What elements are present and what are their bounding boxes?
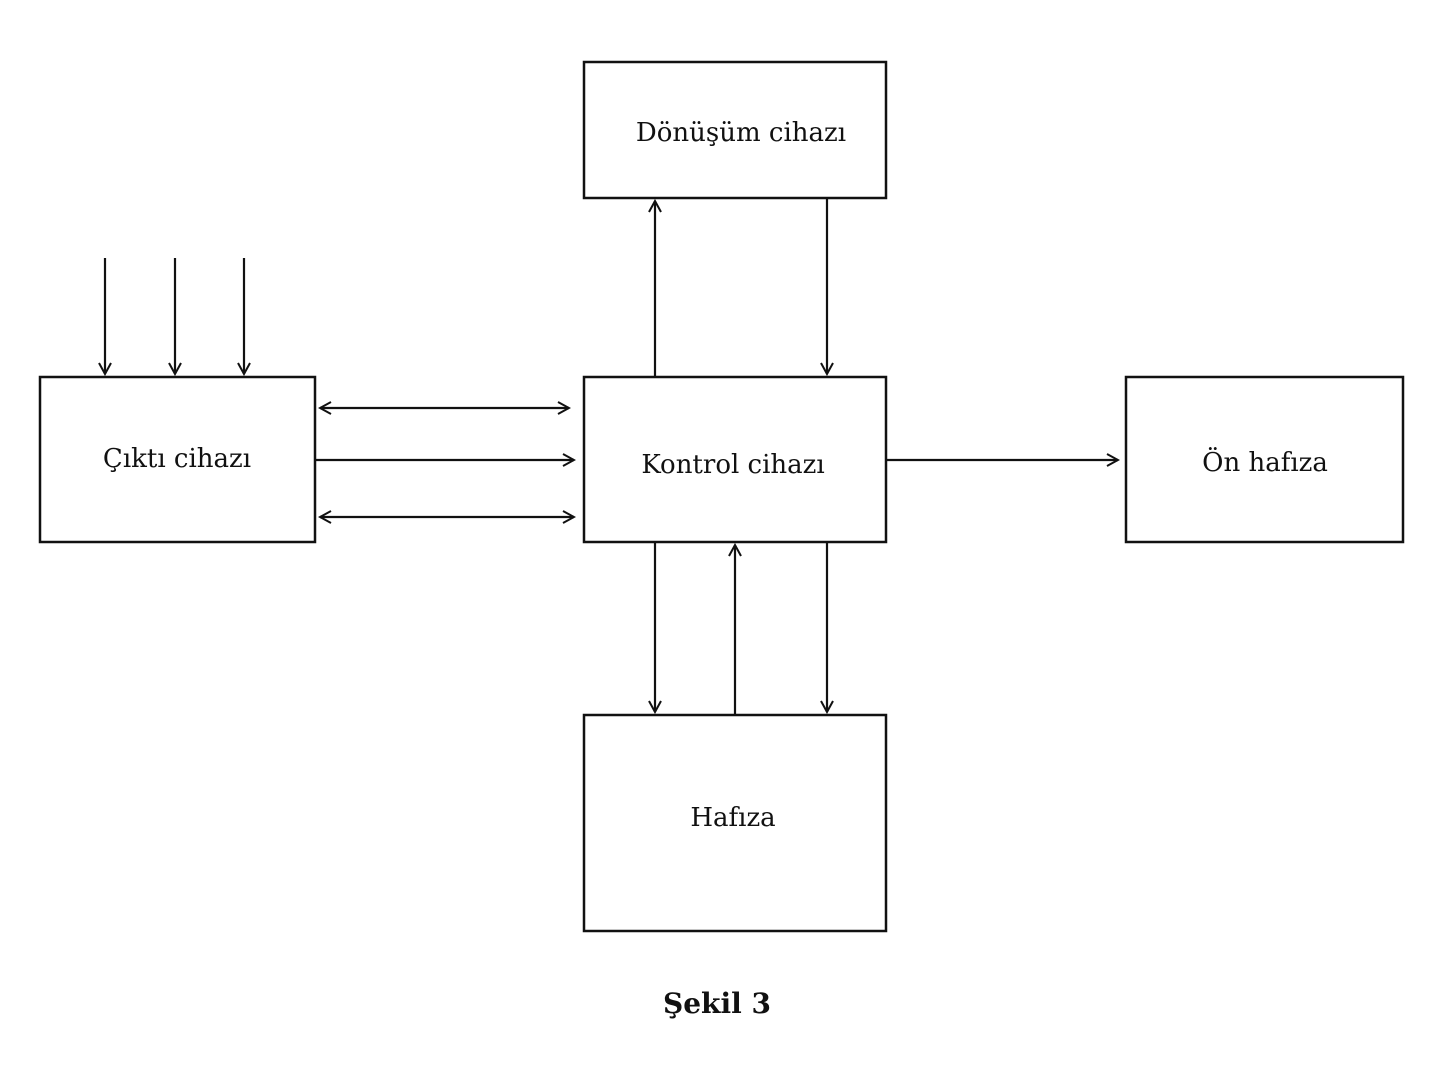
node-label: Kontrol cihazı [641, 450, 824, 480]
node-label: Dönüşüm cihazı [636, 118, 846, 148]
node-label: Ön hafıza [1202, 446, 1328, 478]
node-hafiza: Hafıza [582, 713, 888, 933]
node-donusum-cihazi: Dönüşüm cihazı [582, 60, 888, 200]
node-label: Çıktı cihazı [103, 444, 251, 474]
node-kontrol-cihazi: Kontrol cihazı [582, 375, 888, 544]
node-label: Hafıza [690, 803, 775, 833]
figure-caption: Şekil 3 [663, 987, 771, 1020]
node-on-hafiza: Ön hafıza [1124, 375, 1405, 544]
node-cikti-cihazi: Çıktı cihazı [38, 375, 317, 544]
